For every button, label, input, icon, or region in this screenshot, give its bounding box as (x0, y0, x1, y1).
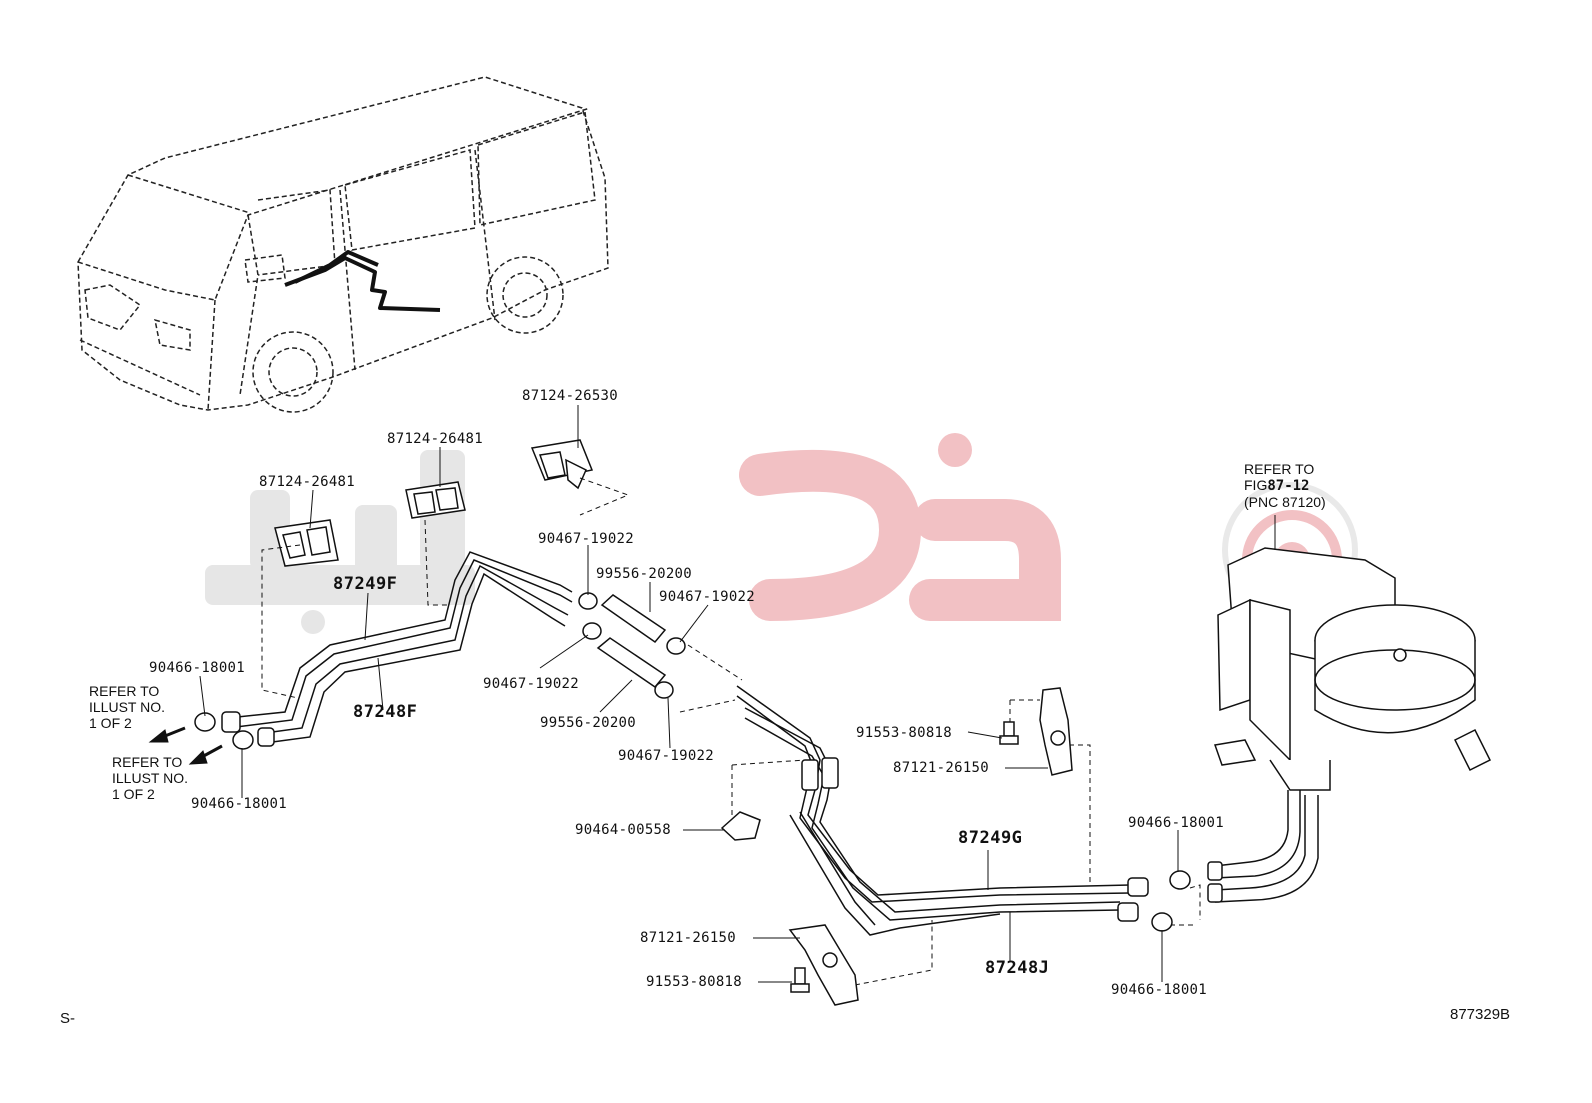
van-illustration (77, 76, 609, 413)
arrow-icon (148, 726, 223, 765)
heater-unit (1213, 547, 1492, 791)
clip-90464-00558 (720, 811, 761, 841)
refer-note: REFER TO ILLUST NO. 1 OF 2 (89, 683, 165, 731)
watermark-logo (205, 433, 1358, 634)
bolt-91553-80818-lower (790, 967, 810, 993)
clamp-87121-26150-upper (1039, 687, 1073, 776)
part-label: 87124-26481 (387, 431, 484, 447)
part-label: 90467-19022 (618, 748, 715, 764)
bracket-87124-26481-a (274, 519, 339, 567)
heater-outlet-ends (1207, 861, 1223, 903)
hose-99556-lower (596, 637, 667, 689)
part-label: 91553-80818 (856, 725, 953, 741)
assembly-label: 87248J (985, 958, 1050, 978)
part-label: 90467-19022 (538, 531, 635, 547)
part-label: 91553-80818 (646, 974, 743, 990)
pipe-ends-right (801, 757, 1149, 922)
assembly-label: 87249G (958, 828, 1023, 848)
bolt-91553-80818-upper (999, 721, 1019, 745)
clamp-87121-26150-lower (788, 924, 859, 1006)
part-label: 90467-19022 (659, 589, 756, 605)
figure-reference: REFER TO FIG87-12 (PNC 87120) (1244, 461, 1326, 510)
heater-outlet-pipes (1214, 790, 1319, 903)
part-label: 87124-26481 (259, 474, 356, 490)
label-leaders (199, 405, 1276, 983)
part-label: 90467-19022 (483, 676, 580, 692)
part-label: 87124-26530 (522, 388, 619, 404)
hose-clamp-90466-left (194, 712, 254, 750)
van-pipe-route (284, 250, 441, 312)
pipe-ends-left (221, 711, 275, 747)
corner-code-left: S- (60, 1010, 75, 1027)
part-label: 90466-18001 (1111, 982, 1208, 998)
part-label: 87121-26150 (893, 760, 990, 776)
illustration-number: 877329B (1450, 1006, 1511, 1023)
assembly-label: 87248F (353, 702, 418, 722)
part-label: 90466-18001 (149, 660, 246, 676)
refer-note: REFER TO ILLUST NO. 1 OF 2 (112, 754, 188, 802)
bracket-87124-26481-b (405, 481, 466, 519)
assembly-label: 87249F (333, 574, 398, 594)
pipe-87249g (736, 685, 1131, 936)
part-label: 99556-20200 (596, 566, 693, 582)
part-label: 90464-00558 (575, 822, 672, 838)
part-label: 87121-26150 (640, 930, 737, 946)
part-label: 90466-18001 (1128, 815, 1225, 831)
part-label: 99556-20200 (540, 715, 637, 731)
hose-99556-upper (600, 594, 667, 644)
hose-clamp-90466-right (1151, 870, 1191, 932)
part-label: 90466-18001 (191, 796, 288, 812)
bracket-87124-26530 (530, 439, 594, 490)
pipe-87249f (227, 551, 573, 744)
